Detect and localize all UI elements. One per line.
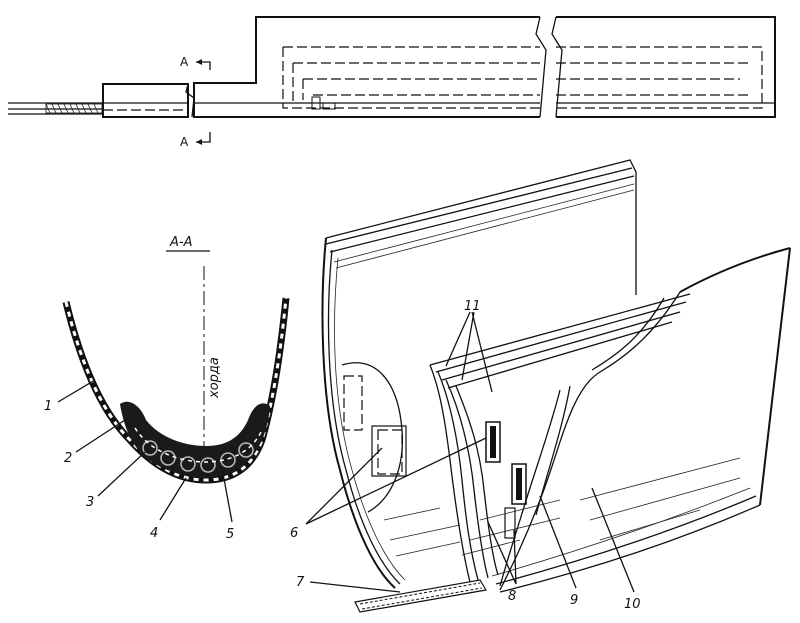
cross-section-a-a: А-А хорда 1 2 3 4 5 bbox=[44, 235, 290, 542]
callout-7: 7 bbox=[296, 575, 305, 590]
callout-3: 3 bbox=[86, 495, 94, 510]
callout-8: 8 bbox=[508, 589, 516, 604]
cutaway-view: 11 6 7 8 9 10 bbox=[290, 159, 791, 613]
longitudinal-view: А А bbox=[8, 16, 776, 149]
section-mark-top: А bbox=[180, 55, 189, 69]
section-title: А-А bbox=[169, 235, 192, 250]
callout-11: 11 bbox=[464, 299, 481, 314]
section-mark-bottom: А bbox=[180, 135, 189, 149]
callout-1: 1 bbox=[44, 399, 52, 414]
callout-4: 4 bbox=[150, 526, 158, 541]
callout-5: 5 bbox=[226, 527, 234, 542]
callout-10: 10 bbox=[624, 597, 641, 612]
callout-9: 9 bbox=[570, 593, 578, 608]
chord-label: хорда bbox=[207, 357, 222, 399]
callout-6: 6 bbox=[290, 526, 298, 541]
callout-2: 2 bbox=[64, 451, 72, 466]
